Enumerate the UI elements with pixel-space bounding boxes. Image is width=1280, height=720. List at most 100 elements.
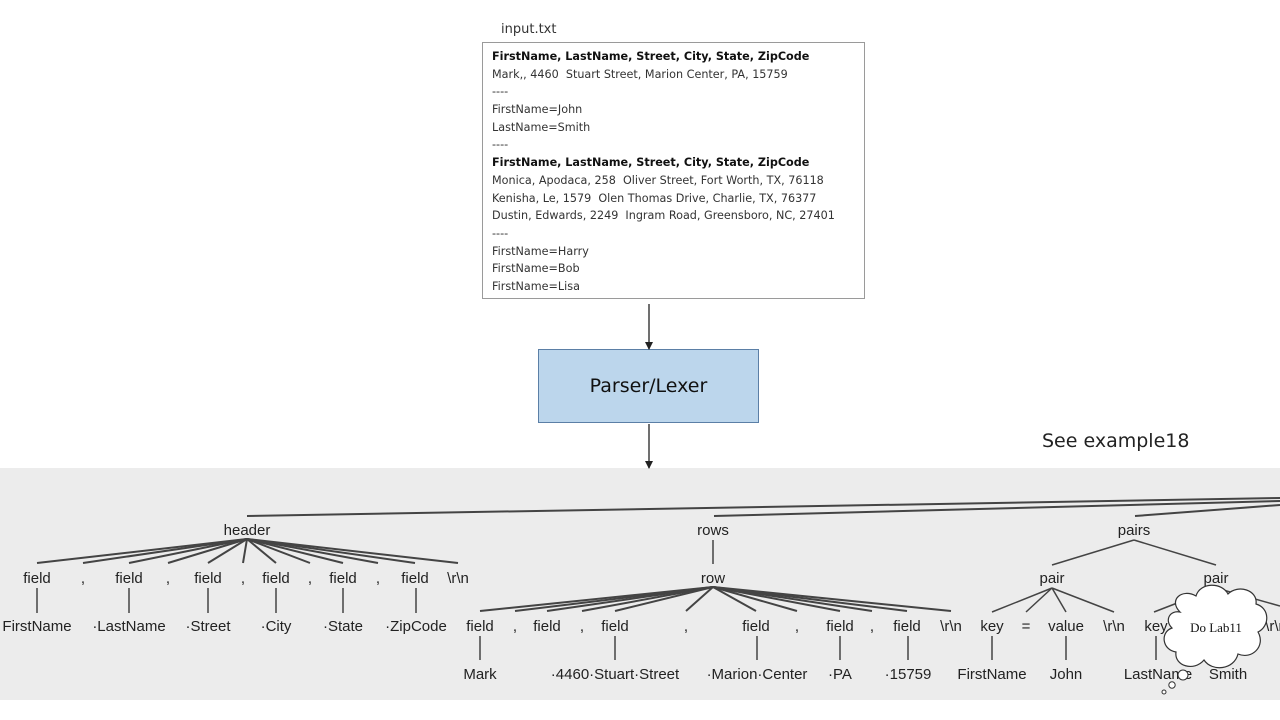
row-leaf-node: ·Marion·Center: [707, 666, 808, 683]
file-line: FirstName=John: [492, 103, 583, 117]
see-example-label: See example18: [1042, 430, 1190, 452]
file-line: ----: [492, 226, 509, 240]
tree-edge: [712, 586, 757, 612]
header-child-node: ,: [81, 570, 85, 587]
row-leaf-node: ·4460·Stuart·Street: [551, 666, 680, 683]
tree-edge: [1051, 587, 1067, 613]
file-line: ----: [492, 85, 509, 99]
tree-edge: [207, 538, 248, 564]
pair-node: pair: [1203, 570, 1228, 587]
tree-edge: [246, 538, 311, 564]
row-child-node: ,: [513, 618, 517, 635]
input-file-content: FirstName, LastName, Street, City, State…: [482, 42, 865, 299]
file-line: FirstName=Lisa: [492, 279, 580, 293]
header-child-node: \r\n: [447, 570, 469, 587]
input-filename-label: input.txt: [501, 22, 557, 37]
pair-leaf-node: LastName: [1124, 666, 1192, 683]
header-child-node: field: [194, 570, 222, 587]
tree-edge: [246, 497, 1280, 517]
pair-child-node: value: [1048, 618, 1084, 635]
header-node: header: [224, 522, 271, 539]
tree-edge: [712, 586, 798, 612]
header-child-node: field: [401, 570, 429, 587]
row-leaf-node: Mark: [463, 666, 497, 683]
tree-edge: [36, 538, 248, 564]
tree-edge: [685, 586, 714, 612]
tree-edge: [712, 586, 952, 612]
row-child-node: field: [742, 618, 770, 635]
header-leaf-node: ·City: [261, 618, 292, 635]
tree-edge: [581, 586, 714, 612]
file-line: FirstName=Bob: [492, 262, 580, 276]
cloud-tail-bubble: [1168, 681, 1176, 689]
cloud-tail-bubble: [1177, 669, 1189, 681]
header-leaf-node: ·LastName: [92, 618, 165, 635]
tree-edge: [242, 538, 248, 564]
row-node: row: [701, 570, 725, 587]
row-child-node: field: [601, 618, 629, 635]
row-child-node: ,: [580, 618, 584, 635]
tree-edges: [36, 497, 1280, 660]
cloud-tail-bubble: [1161, 689, 1167, 695]
header-child-node: field: [329, 570, 357, 587]
row-child-node: field: [893, 618, 921, 635]
file-line: FirstName=Harry: [492, 244, 589, 258]
tree-edge: [713, 500, 1280, 517]
parser-lexer-box: Parser/Lexer: [538, 349, 759, 423]
rows-node: rows: [697, 522, 729, 539]
parser-lexer-label: Parser/Lexer: [589, 375, 708, 397]
tree-edge: [614, 586, 714, 612]
file-line: ----: [492, 138, 509, 152]
header-child-node: ,: [308, 570, 312, 587]
file-line: FirstName, LastName, Street, City, State…: [492, 156, 810, 170]
pair-child-node: \r\n: [1103, 618, 1125, 635]
row-child-node: \r\n: [940, 618, 962, 635]
tree-edge: [1133, 539, 1217, 566]
callout-thought-bubble: Do Lab11: [1161, 584, 1268, 695]
row-child-node: ,: [870, 618, 874, 635]
callout-text: Do Lab11: [1190, 620, 1242, 635]
tree-edge: [1134, 504, 1280, 517]
pair-child-node: =: [1022, 618, 1031, 635]
tree-edge: [546, 586, 714, 612]
file-line: Dustin, Edwards, 2249 Ingram Road, Green…: [492, 209, 835, 223]
header-leaf-node: ·ZipCode: [385, 618, 447, 635]
row-leaf-node: ·15759: [885, 666, 932, 683]
pair-child-node: key: [1144, 618, 1168, 635]
tree-nodes: header field, field, field, field, field, fiel…: [2, 522, 1280, 683]
pairs-node: pairs: [1118, 522, 1151, 539]
pair-leaf-node: Smith: [1209, 666, 1247, 683]
header-child-node: ,: [166, 570, 170, 587]
row-child-node: ,: [795, 618, 799, 635]
header-leaf-node: ·Street: [185, 618, 231, 635]
tree-edge: [246, 538, 459, 564]
tree-edge: [246, 538, 344, 564]
tree-edge: [167, 538, 248, 564]
header-child-node: ,: [241, 570, 245, 587]
tree-edge: [1051, 587, 1115, 613]
tree-edge: [82, 538, 248, 564]
cloud-shape: [1163, 584, 1268, 669]
header-child-node: field: [262, 570, 290, 587]
file-line: Monica, Apodaca, 258 Oliver Street, Fort…: [492, 173, 824, 187]
header-child-node: field: [23, 570, 51, 587]
row-child-node: ,: [684, 618, 688, 635]
tree-edge: [246, 538, 277, 564]
header-child-node: field: [115, 570, 143, 587]
tree-edge: [1025, 587, 1053, 613]
pair-child-node: key: [980, 618, 1004, 635]
row-child-node: field: [826, 618, 854, 635]
tree-edge: [991, 587, 1053, 613]
pair-leaf-node: FirstName: [957, 666, 1026, 683]
pair-node: pair: [1039, 570, 1064, 587]
row-child-node: field: [533, 618, 561, 635]
header-leaf-node: FirstName: [2, 618, 71, 635]
file-line: Mark,, 4460 Stuart Street, Marion Center…: [492, 67, 788, 81]
row-leaf-node: ·PA: [828, 666, 852, 683]
pair-leaf-node: John: [1050, 666, 1083, 683]
header-leaf-node: ·State: [323, 618, 363, 635]
file-line: FirstName, LastName, Street, City, State…: [492, 50, 810, 63]
tree-edge: [128, 538, 248, 564]
pair-child-node: \r\n: [1265, 618, 1280, 635]
